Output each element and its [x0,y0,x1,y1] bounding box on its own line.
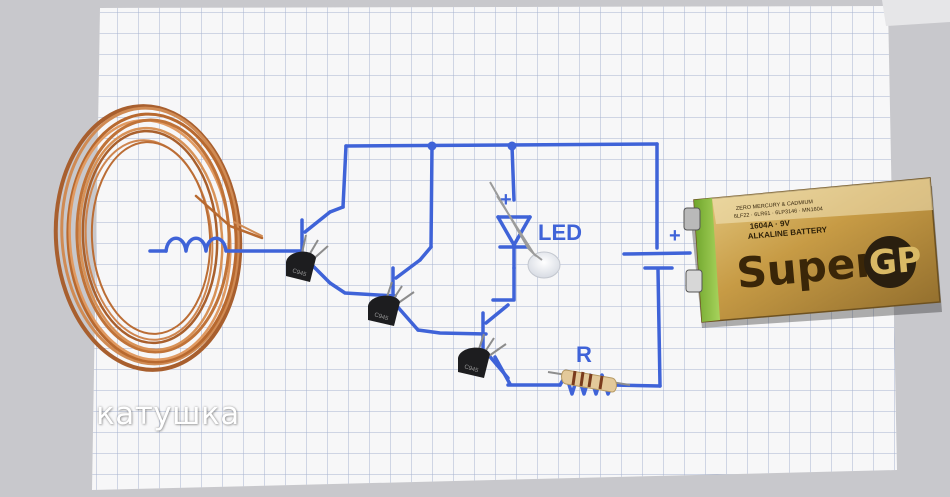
battery-terminal [685,269,703,293]
gp-logo [864,236,916,288]
junction-dot [507,141,517,151]
schematic-wires [148,142,692,396]
resistor-component [547,369,631,393]
junction-dot [427,141,437,151]
corner-plug [882,0,950,26]
transistor-marking: C945 [291,268,307,278]
battery-brand-name: Super [735,237,878,298]
led-plus-sign: + [500,189,512,211]
copper-coil [53,104,264,372]
transistor-marking: C945 [373,312,389,322]
battery-spec-line: 1604A · 9V [749,218,790,231]
transistor-1: C945 [286,234,329,282]
transistor-2: C945 [368,281,415,326]
battery-9v: ZERO MERCURY & CADMIUM 6LF22 · 6LR61 · 6… [683,177,942,328]
transistor-3: C945 [458,333,507,378]
coil-caption: катушка [96,396,240,432]
transistor-marking: C945 [463,364,479,374]
battery-terminal [683,207,701,231]
resistor-label: R [576,342,592,367]
led-component [489,181,561,279]
battery-plus-sign: + [669,225,681,247]
gp-logo-text: GP [867,240,923,284]
grid-lines [92,6,897,490]
led-label: LED [538,220,582,245]
